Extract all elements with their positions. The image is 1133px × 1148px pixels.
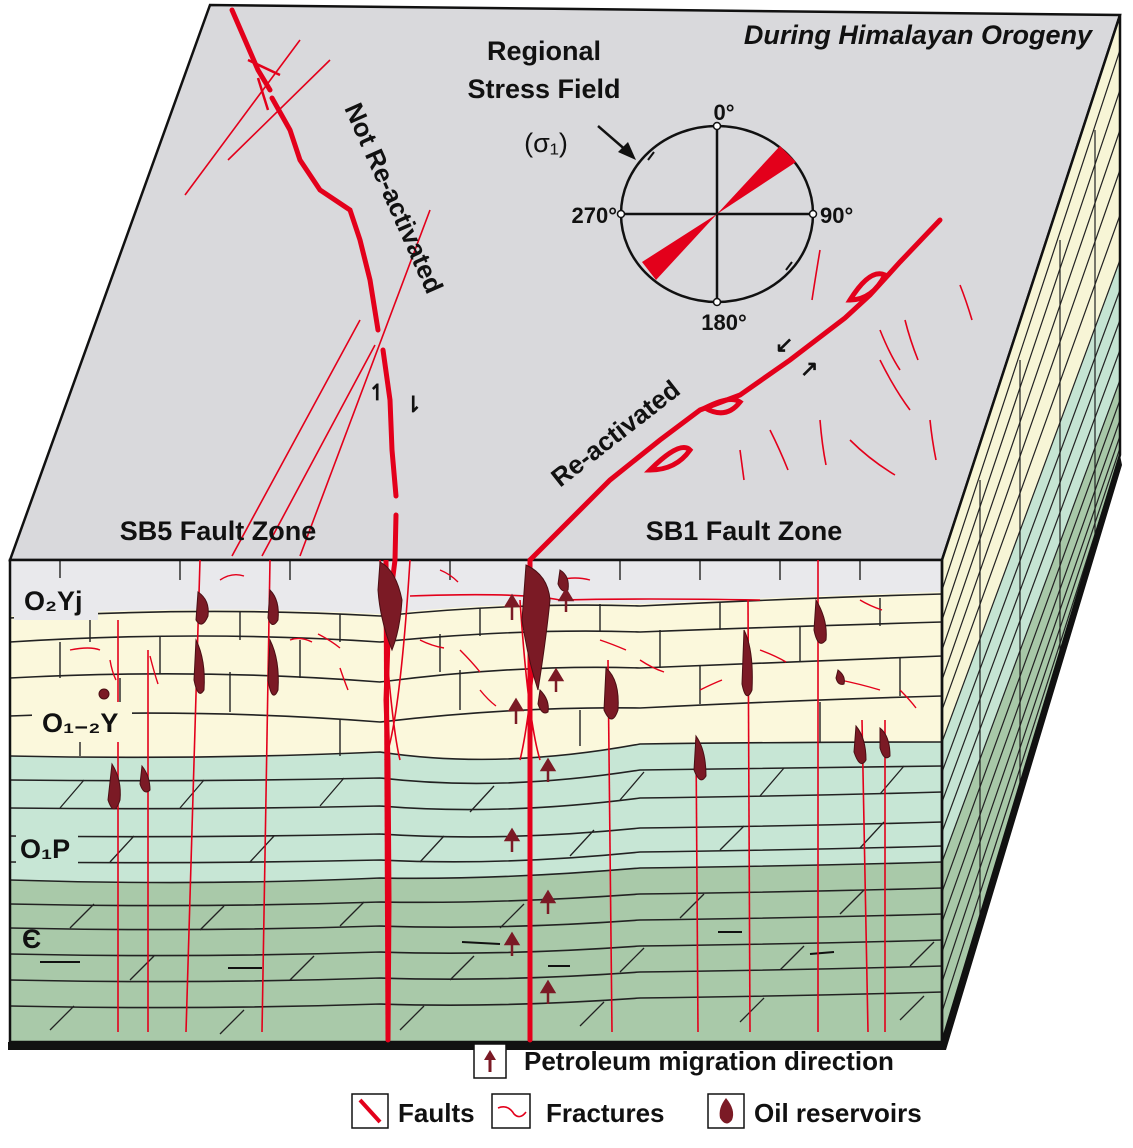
direction-0: 0°	[713, 100, 734, 125]
sb5-label: SB5 Fault Zone	[120, 516, 317, 546]
direction-90: 90°	[820, 203, 853, 228]
stratum-cambrian: Є	[22, 924, 41, 954]
svg-text:⇂: ⇂	[404, 392, 422, 417]
title-text: During Himalayan Orogeny	[744, 20, 1094, 50]
legend-migration: Petroleum migration direction	[524, 1046, 894, 1076]
stratum-o1p: O₁P	[20, 834, 70, 864]
legend: Petroleum migration direction Faults Fra…	[351, 1043, 922, 1129]
strata-labels: O₂Yj O₁₋₂Y O₁P Є	[14, 580, 132, 954]
svg-text:↗: ↗	[800, 356, 818, 381]
legend-oil: Oil reservoirs	[754, 1098, 922, 1128]
legend-fractures: Fractures	[546, 1098, 665, 1128]
stress-label-line1: Regional	[487, 36, 601, 66]
svg-text:↿: ↿	[368, 380, 386, 405]
stress-field-rose	[597, 121, 818, 307]
stress-label-line2: Stress Field	[467, 74, 620, 104]
stratum-o12y: O₁₋₂Y	[42, 708, 118, 738]
direction-270: 270°	[571, 203, 617, 228]
sigma-label: (σ₁)	[524, 128, 568, 158]
svg-text:↙: ↙	[775, 332, 793, 357]
direction-180: 180°	[701, 310, 747, 335]
front-face	[10, 560, 942, 1042]
stratum-o2yj: O₂Yj	[24, 586, 83, 616]
sb1-label: SB1 Fault Zone	[646, 516, 843, 546]
legend-faults: Faults	[398, 1098, 475, 1128]
